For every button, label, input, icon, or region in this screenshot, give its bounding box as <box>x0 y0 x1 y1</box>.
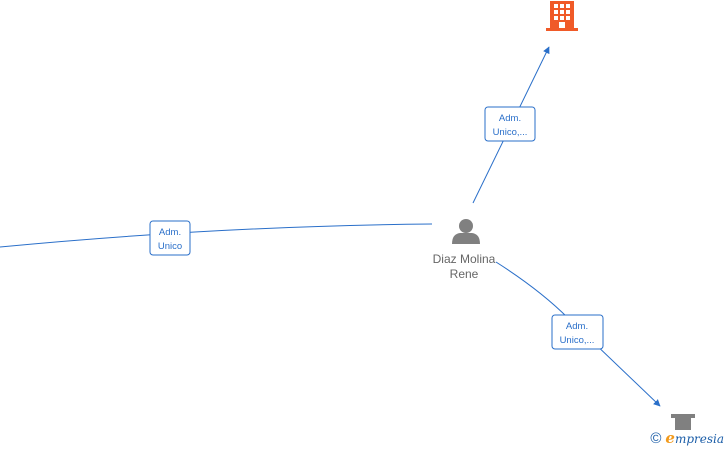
empresia-watermark: © empresia <box>650 429 724 447</box>
edge-label-top-line1: Adm. <box>499 113 521 124</box>
brand-logo: empresia <box>665 429 724 447</box>
building-icon <box>546 1 578 31</box>
copyright-symbol: © <box>650 429 662 447</box>
edge-label-bottom[interactable]: Adm. Unico,... <box>551 314 604 350</box>
person-name-line1: Diaz Molina <box>433 252 496 266</box>
brand-rest: mpresia <box>674 432 724 446</box>
brand-first-letter: e <box>665 429 675 447</box>
edge-label-bottom-line1: Adm. <box>566 321 588 332</box>
person-icon <box>452 219 480 244</box>
edge-label-top-line2: Unico,... <box>493 127 528 138</box>
company-node-bottom[interactable] <box>671 414 695 430</box>
person-node[interactable]: Diaz Molina Rene <box>433 219 496 281</box>
edge-label-left[interactable]: Adm. Unico <box>149 220 191 256</box>
edge-left-to-person <box>0 223 433 248</box>
edge-label-left-line1: Adm. <box>159 227 181 238</box>
edge-label-top[interactable]: Adm. Unico,... <box>484 106 536 142</box>
edge-label-bottom-line2: Unico,... <box>560 335 595 346</box>
edge-label-left-line2: Unico <box>158 241 182 252</box>
company-node-top[interactable] <box>546 1 578 31</box>
building-icon <box>671 414 695 430</box>
person-name-line2: Rene <box>450 267 479 281</box>
